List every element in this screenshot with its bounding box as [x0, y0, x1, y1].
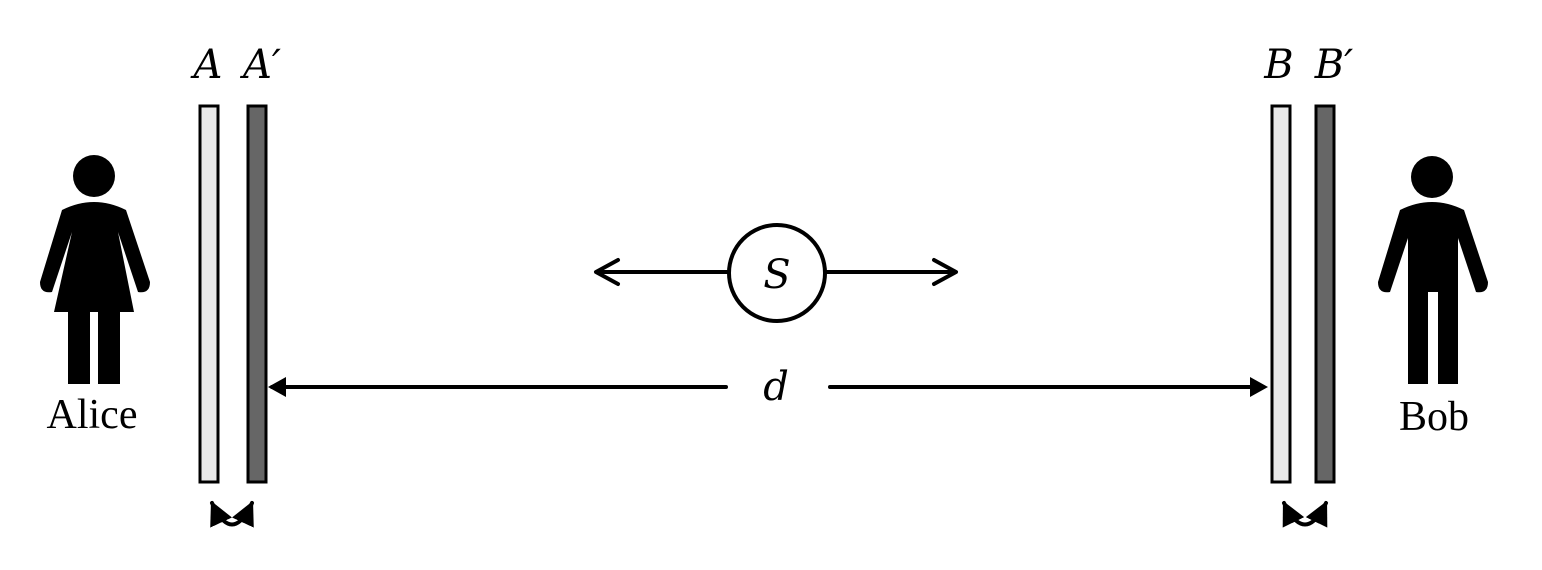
plate-a-label: A — [190, 42, 223, 88]
source-label: S — [763, 252, 790, 298]
alice-figure-icon — [40, 155, 150, 384]
plate-b — [1270, 104, 1292, 484]
emission-left-arrowhead-icon — [594, 258, 620, 286]
plate-a-prime-label: A′ — [239, 42, 281, 88]
bob-figure-icon — [1378, 156, 1488, 384]
plate-b-label: B — [1263, 42, 1293, 88]
emission-right-arrowhead-icon — [932, 258, 958, 286]
distance-left-arrowhead-icon — [268, 377, 286, 397]
plate-a-prime — [246, 104, 268, 484]
source-circle — [727, 223, 827, 323]
swap-a-arrow-icon — [210, 500, 254, 528]
plate-b-prime-label: B′ — [1314, 42, 1353, 88]
bob-label: Bob — [1399, 394, 1469, 440]
swap-b-arrow-icon — [1282, 500, 1328, 528]
alice-label: Alice — [47, 392, 138, 438]
distance-right-arrowhead-icon — [1250, 377, 1268, 397]
plate-a — [198, 104, 220, 484]
distance-label: d — [763, 364, 789, 410]
plate-b-prime — [1314, 104, 1336, 484]
